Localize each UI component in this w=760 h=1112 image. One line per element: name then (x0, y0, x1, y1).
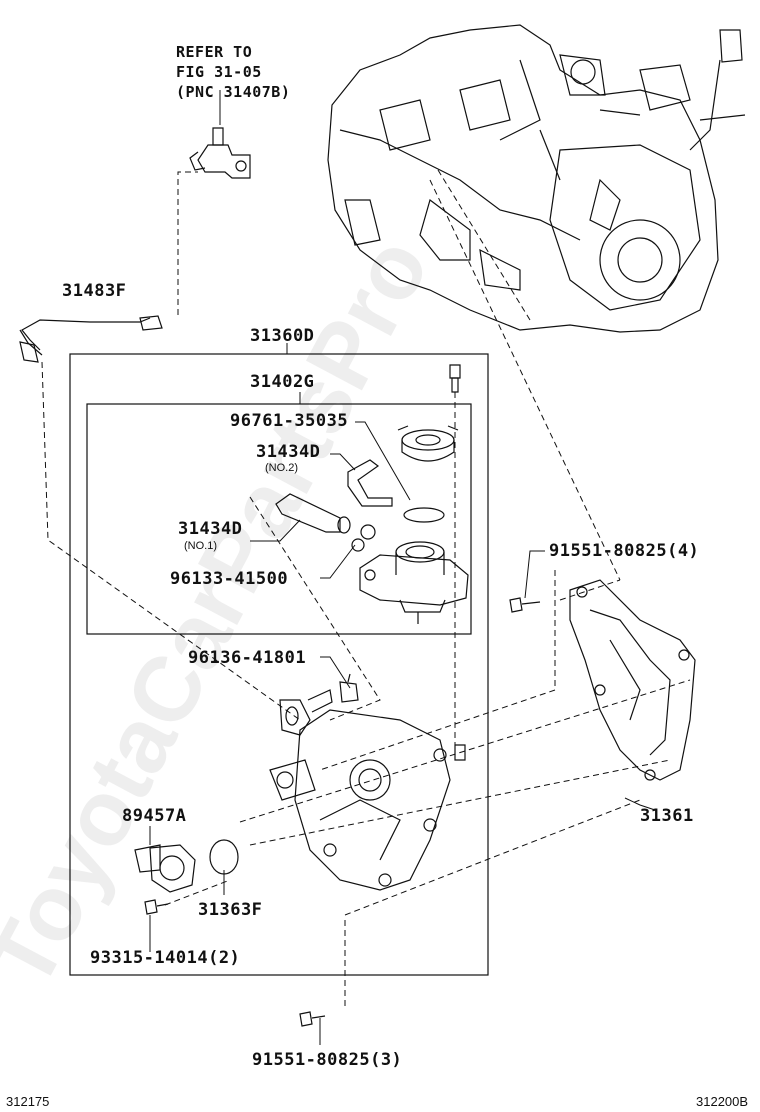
label-91551-80825-3: 91551-80825(3) (252, 1050, 403, 1070)
bolt-3 (299, 1011, 326, 1027)
guide-lines (41, 169, 691, 1010)
clip-96136 (339, 673, 359, 703)
bracket-31361 (569, 579, 696, 781)
label-31361: 31361 (640, 806, 694, 826)
footer-left-code: 312175 (6, 1094, 50, 1109)
oring-31363F (209, 839, 239, 875)
seal-ring (403, 507, 445, 523)
label-31363F: 31363F (198, 900, 263, 920)
label-31402G: 31402G (250, 372, 315, 392)
label-96136-41801: 96136-41801 (188, 648, 307, 668)
hose-no2 (347, 459, 393, 507)
label-31434D-no1: 31434D (178, 519, 243, 539)
bolt-4 (509, 597, 541, 613)
label-no1: (NO.1) (184, 540, 217, 552)
main-housing (269, 689, 466, 891)
refer-note-line3: (PNC 31407B) (176, 83, 291, 101)
bolt-top (449, 364, 461, 393)
sensor-89457A (134, 844, 196, 893)
refer-note-line2: FIG 31-05 (176, 63, 262, 81)
assembly-box (69, 353, 489, 976)
label-96133-41500: 96133-41500 (170, 569, 289, 589)
kit-box (86, 403, 472, 635)
label-31483F: 31483F (62, 281, 127, 301)
label-31434D-no2: 31434D (256, 442, 321, 462)
clip-small (360, 524, 376, 540)
clutch-hose (19, 315, 163, 363)
refer-note-line1: REFER TO (176, 43, 253, 61)
label-91551-80825-4: 91551-80825(4) (549, 541, 700, 561)
label-93315-14014: 93315-14014(2) (90, 948, 241, 968)
label-96761-35035: 96761-35035 (230, 411, 349, 431)
release-bearing (397, 425, 459, 462)
clip-96133 (351, 538, 365, 552)
label-89457A: 89457A (122, 806, 187, 826)
transmission-housing (327, 24, 746, 333)
hose-no1 (275, 493, 351, 534)
tee-fitting (189, 127, 251, 179)
slave-cylinder (359, 541, 469, 624)
bolt-93315 (144, 899, 169, 915)
footer-right-code: 312200B (696, 1094, 749, 1109)
label-31360D: 31360D (250, 326, 315, 346)
leader-lines (149, 90, 656, 1045)
label-no2: (NO.2) (265, 462, 298, 474)
